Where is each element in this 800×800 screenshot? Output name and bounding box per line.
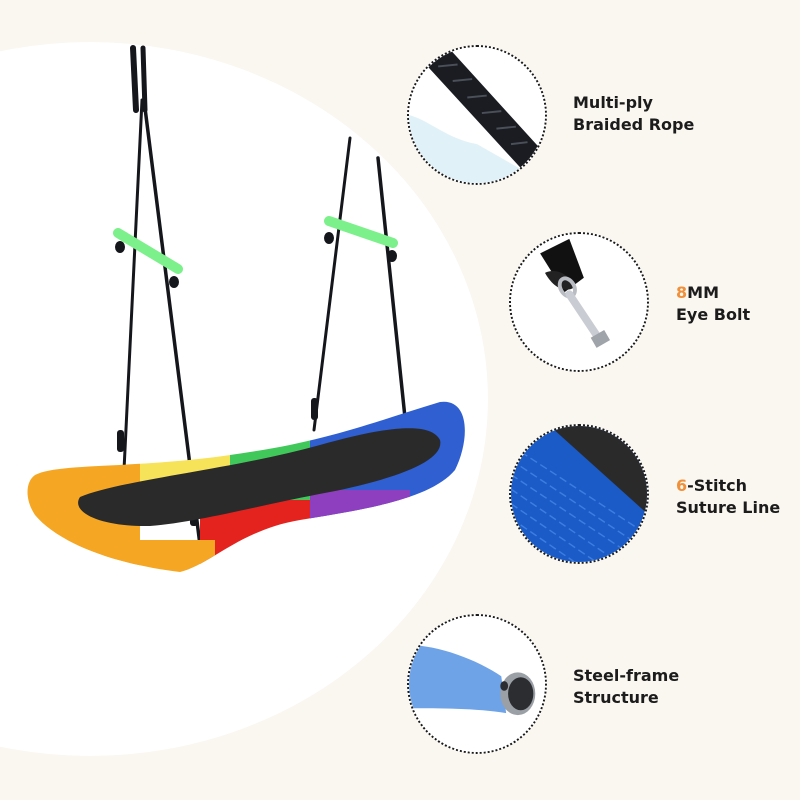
eye-bolt-icon — [509, 232, 649, 372]
feature-label: Multi-ply Braided Rope — [573, 93, 695, 134]
feature-label: Steel-frame Structure — [573, 666, 680, 707]
feature-label: 6-Stitch Suture Line — [676, 476, 781, 517]
stitched-fabric-icon — [509, 424, 649, 564]
braided-rope-icon — [407, 45, 547, 185]
feature-label: 8MM Eye Bolt — [676, 283, 751, 324]
foam-tube-frame-icon — [407, 614, 547, 754]
